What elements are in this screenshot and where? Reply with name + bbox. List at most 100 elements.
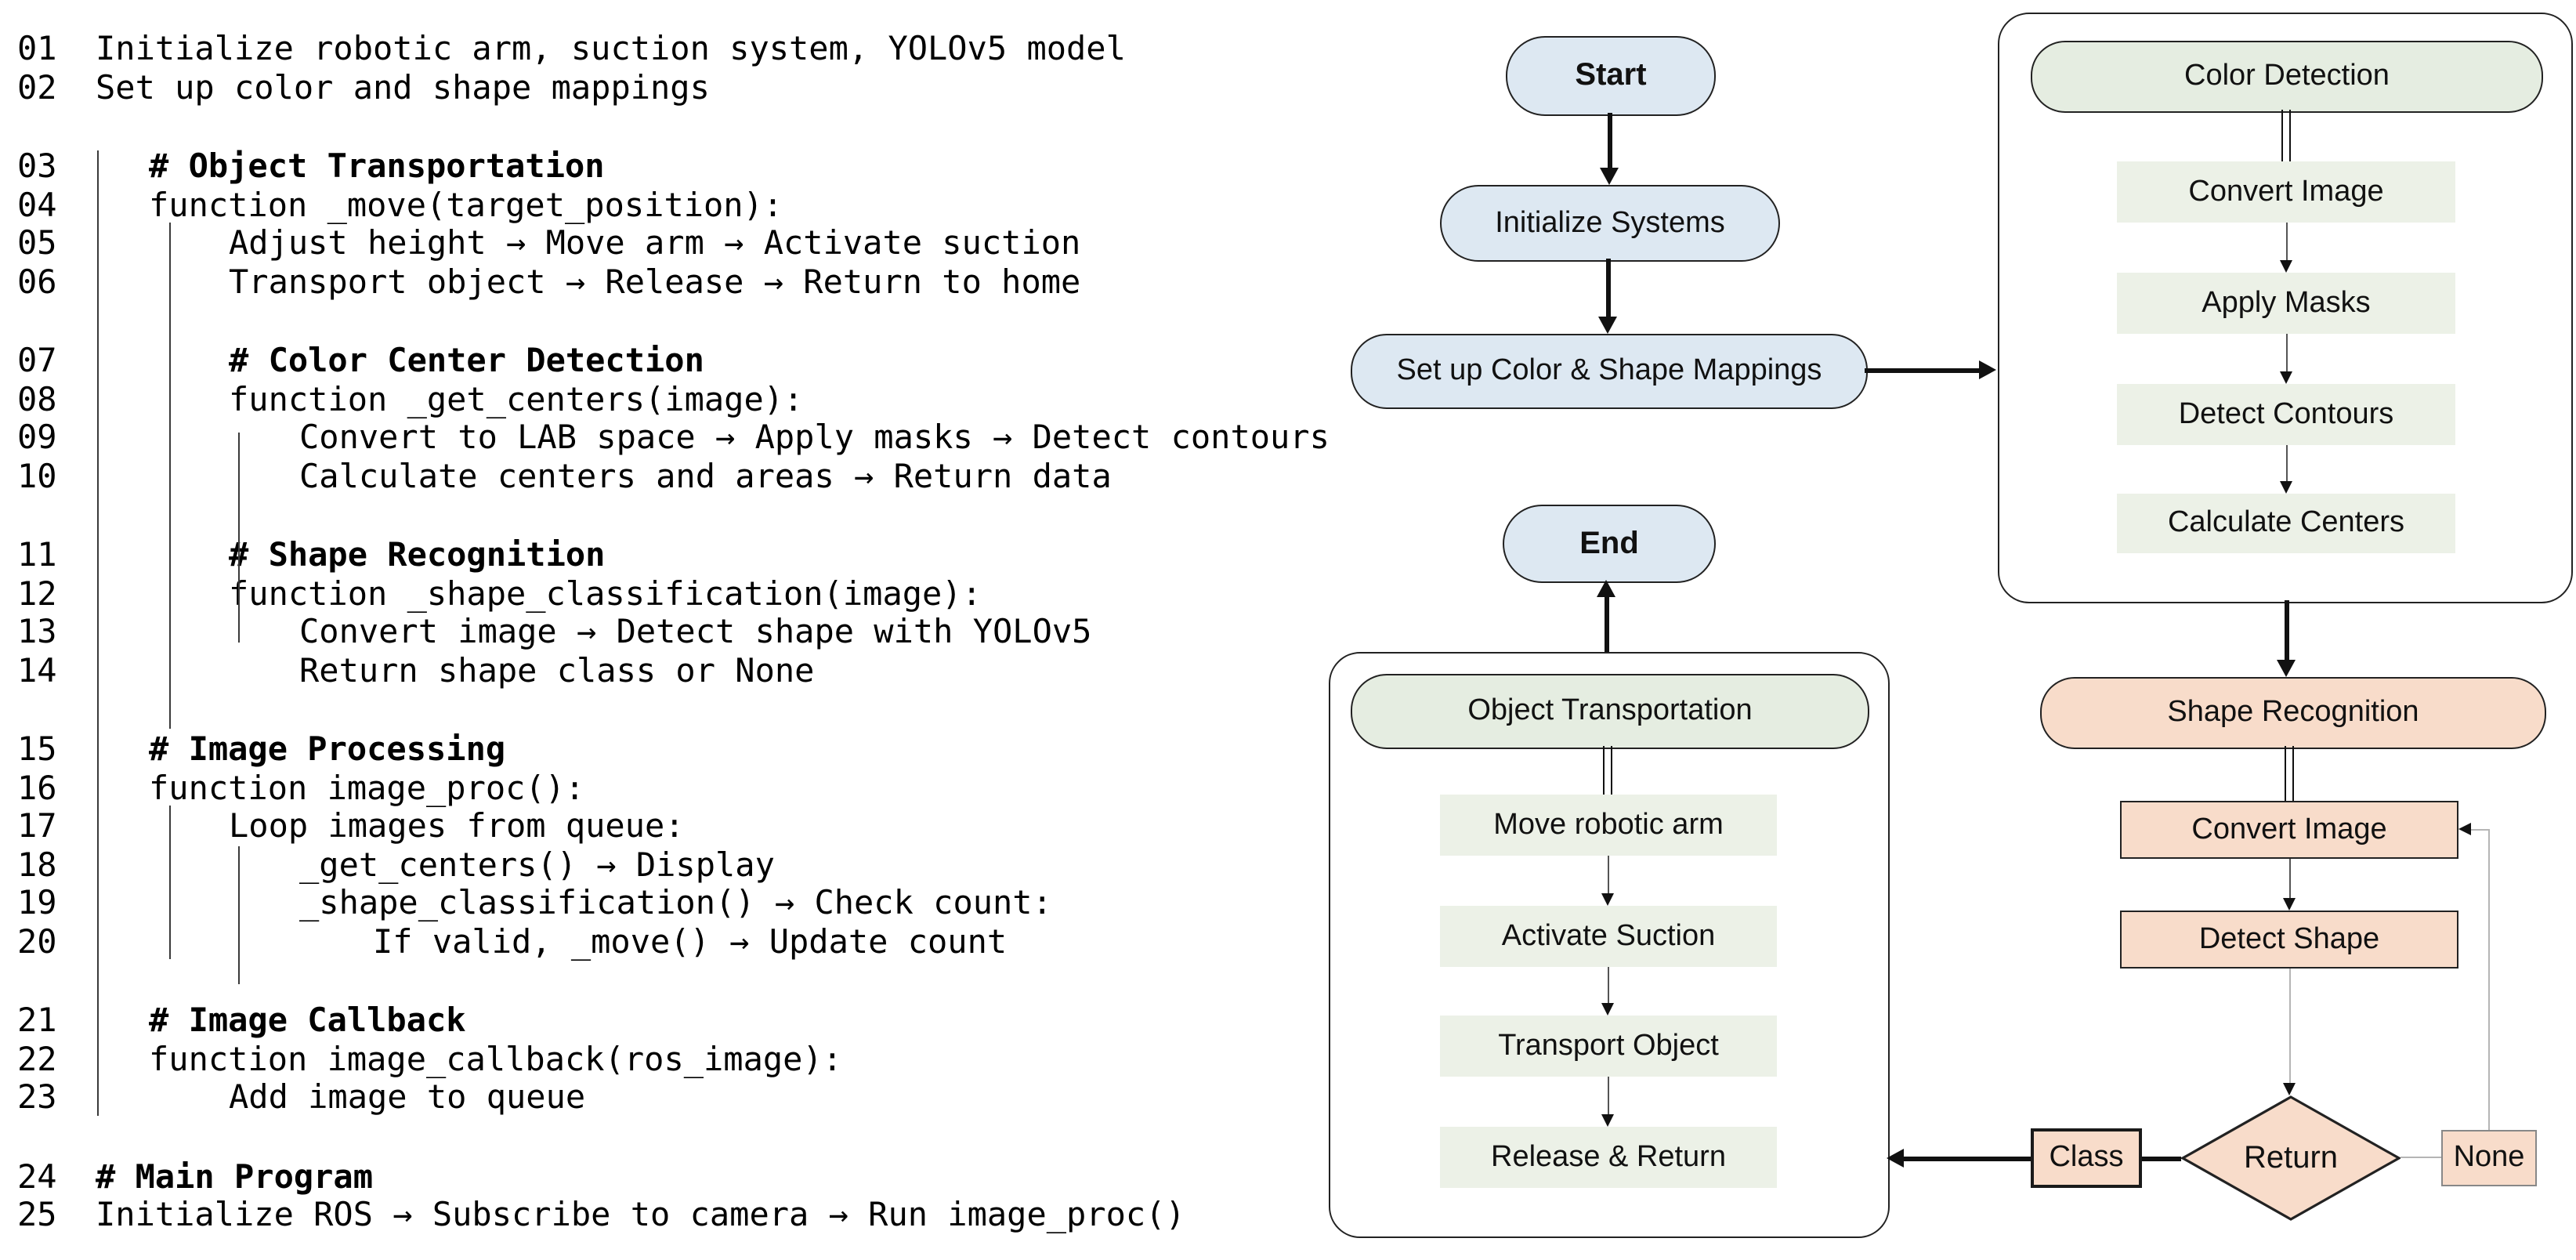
none-node: None: [2441, 1130, 2537, 1186]
code-line-number: 17: [17, 807, 57, 845]
code-line-number: 11: [17, 536, 57, 574]
cd-step-detect-contours: Detect Contours: [2117, 384, 2455, 445]
arrow-cd-1-2-head: [2279, 260, 2292, 273]
arrow-ot-to-end-head: [1597, 580, 1615, 597]
sr-step-convert-image: Convert Image: [2120, 801, 2458, 859]
arrow-ot-2-3-line: [1608, 967, 1609, 1003]
arrow-detect-to-return-line: [2289, 969, 2291, 1083]
cd-step-label: Calculate Centers: [2167, 506, 2405, 539]
ot-step-move-robotic-arm: Move robotic arm: [1440, 795, 1777, 856]
arrow-none-loop-head: [2458, 822, 2471, 835]
code-line-text: function image_proc():: [149, 769, 585, 806]
code-line-number: 14: [17, 651, 57, 689]
arrow-ot-2-3-head: [1601, 1003, 1614, 1016]
code-line-text: # Shape Recognition: [229, 536, 606, 574]
object-transportation-label: Object Transportation: [1467, 694, 1753, 727]
indent-guide: [169, 223, 172, 729]
code-line-number: 02: [17, 68, 57, 106]
code-section-gap: [0, 961, 1332, 1001]
arrow-class-to-ot-line: [1904, 1156, 2031, 1160]
code-line-number: 21: [17, 1001, 57, 1039]
code-line: 15# Image Processing: [0, 730, 1332, 769]
code-line-number: 25: [17, 1196, 57, 1233]
code-line-text: function _shape_classification(image):: [229, 574, 982, 612]
shape-recognition-label: Shape Recognition: [2167, 696, 2419, 729]
line-return-to-none: [2401, 1156, 2441, 1158]
code-section-gap: [0, 495, 1332, 536]
indent-guide: [238, 433, 241, 643]
code-line-number: 10: [17, 457, 57, 494]
arrow-ot-1-2-line: [1608, 856, 1609, 893]
code-line-number: 15: [17, 730, 57, 768]
connector-shape-recognition-double-line: [2285, 746, 2294, 801]
ot-step-release-return: Release & Return: [1440, 1127, 1777, 1188]
code-line-number: 06: [17, 262, 57, 300]
arrow-init-to-mappings-head: [1598, 317, 1617, 334]
indent-guide: [97, 150, 99, 1116]
setup-mappings-node: Set up Color & Shape Mappings: [1351, 334, 1868, 409]
cd-step-calculate-centers: Calculate Centers: [2117, 494, 2455, 553]
code-line: 14 Return shape class or None: [0, 651, 1332, 690]
indent-guide: [238, 846, 241, 984]
line-none-loop-horizontal: [2471, 828, 2488, 831]
end-node: End: [1503, 505, 1716, 583]
code-section-gap: [0, 107, 1332, 147]
ot-step-label: Move robotic arm: [1493, 808, 1724, 841]
code-line-text: Convert image → Detect shape with YOLOv5: [299, 613, 1092, 650]
sr-step-detect-shape: Detect Shape: [2120, 911, 2458, 969]
arrow-cd-2-3-head: [2279, 371, 2292, 384]
end-label: End: [1579, 526, 1639, 560]
class-node: Class: [2031, 1128, 2142, 1188]
code-line-number: 22: [17, 1040, 57, 1077]
arrow-mappings-to-cd-line: [1865, 368, 1979, 372]
none-label: None: [2453, 1141, 2525, 1174]
code-line-text: Return shape class or None: [299, 651, 815, 689]
code-line: 24# Main Program: [0, 1157, 1332, 1196]
code-line-number: 19: [17, 884, 57, 921]
code-line-number: 01: [17, 30, 57, 67]
code-line-number: 18: [17, 845, 57, 883]
code-line-text: # Color Center Detection: [229, 342, 704, 379]
ot-step-label: Transport Object: [1498, 1029, 1719, 1062]
code-line: 02 Set up color and shape mappings: [0, 68, 1332, 107]
code-line-number: 20: [17, 922, 57, 960]
diamond-shape: [2180, 1095, 2402, 1221]
code-section-gap: [0, 301, 1332, 342]
arrow-cd-to-sr-head: [2277, 660, 2296, 677]
shape-recognition-header: Shape Recognition: [2040, 677, 2546, 749]
code-line-text: # Object Transportation: [149, 147, 605, 185]
code-line-text: _get_centers() → Display: [299, 845, 775, 883]
code-section-gap: [0, 1117, 1332, 1157]
arrow-cd-2-3-line: [2285, 334, 2287, 371]
code-line-number: 09: [17, 418, 57, 456]
code-line-text: # Main Program: [96, 1157, 374, 1195]
arrow-ot-1-2-head: [1601, 893, 1614, 906]
code-line: 11 # Shape Recognition: [0, 536, 1332, 574]
ot-step-label: Activate Suction: [1501, 919, 1716, 952]
color-detection-label: Color Detection: [2184, 60, 2390, 92]
code-line: 21# Image Callback: [0, 1001, 1332, 1040]
code-line-number: 13: [17, 613, 57, 650]
code-line-text: function _get_centers(image):: [229, 380, 804, 418]
code-section-gap: [0, 690, 1332, 730]
code-line-text: Transport object → Release → Return to h…: [229, 262, 1081, 300]
arrow-cd-1-2-line: [2285, 223, 2287, 260]
code-line-text: Set up color and shape mappings: [96, 68, 710, 106]
code-line: 03# Object Transportation: [0, 147, 1332, 186]
ot-step-transport-object: Transport Object: [1440, 1016, 1777, 1077]
setup-mappings-label: Set up Color & Shape Mappings: [1396, 354, 1822, 387]
arrow-detect-to-return-head: [2283, 1083, 2296, 1095]
code-line-text: Loop images from queue:: [229, 807, 685, 845]
code-line-text: _shape_classification() → Check count:: [299, 884, 1052, 921]
cd-step-convert-image: Convert Image: [2117, 161, 2455, 223]
code-line: 06 Transport object → Release → Return to…: [0, 262, 1332, 301]
sr-step-label: Convert Image: [2191, 813, 2387, 845]
